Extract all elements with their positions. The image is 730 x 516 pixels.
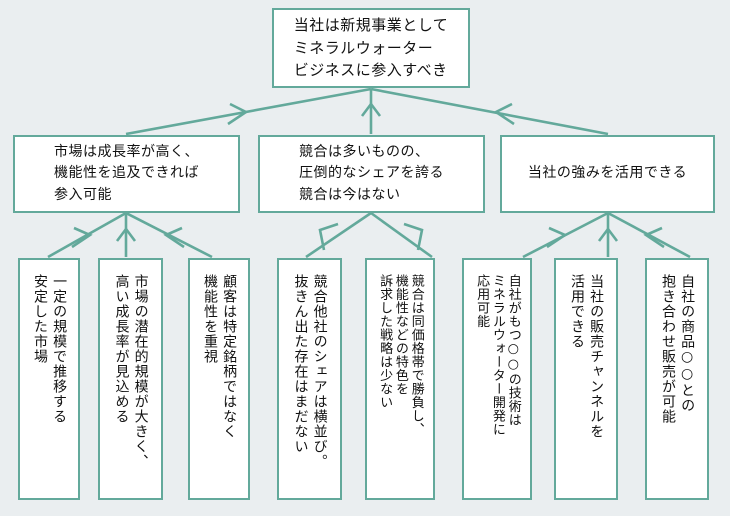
vertical-column: 訴求した戦略は少ない: [377, 274, 393, 409]
level3-box-5-text: 競合は同価格帯で勝負し、 機能性などの特色を 訴求した戦略は少ない: [376, 274, 424, 498]
apex-box-text: 当社は新規事業として ミネラルウォーター ビジネスに参入すべき: [294, 14, 449, 82]
apex-line: ミネラルウォーター: [293, 38, 434, 57]
arrow-l2mid-to-b4: [305, 211, 372, 259]
vertical-column: 自社がもつ○○の技術は: [505, 274, 521, 427]
level3-box-4[interactable]: 競合他社のシェアは横並び。 抜きん出た存在はまだない: [277, 258, 342, 500]
level3-box-7[interactable]: 当社の販売チャンネルを 活用できる: [554, 258, 618, 500]
vertical-column: 一定の規模で推移する: [51, 274, 68, 424]
arrowhead-b1: [71, 226, 93, 249]
level3-box-2-text: 市場の潜在的規模が大きく、 高い成長率が見込める: [111, 274, 149, 498]
level2-box-market-text: 市場は成長率が高く、 機能性を追及できれば 参入可能: [54, 142, 199, 206]
level2-line: 当社の強みを活用できる: [527, 165, 688, 182]
vertical-column: 自社の商品○○との: [679, 274, 696, 413]
vertical-column: 市場の潜在的規模が大きく、: [132, 274, 149, 469]
arrow-l2mid-to-b5: [370, 211, 433, 259]
arrow-apex-to-l2-left: [125, 87, 372, 136]
vertical-column: 機能性などの特色を: [392, 274, 408, 396]
level2-box-market[interactable]: 市場は成長率が高く、 機能性を追及できれば 参入可能: [13, 135, 240, 213]
level3-box-6-text: 自社がもつ○○の技術は ミネラルウォーター開発に 応用可能: [473, 274, 521, 498]
vertical-column: 競合他社のシェアは横並び。: [311, 274, 328, 469]
level3-box-4-text: 競合他社のシェアは横並び。 抜きん出た存在はまだない: [290, 274, 328, 498]
vertical-column: 抱き合わせ販売が可能: [660, 274, 676, 424]
arrowhead-b4: [318, 222, 339, 251]
level2-box-competition-text: 競合は多いものの、 圧倒的なシェアを誇る 競合は今はない: [299, 142, 444, 206]
level2-box-strength[interactable]: 当社の強みを活用できる: [500, 135, 715, 213]
level2-line: 圧倒的なシェアを誇る: [299, 165, 444, 182]
vertical-column: 競合は同価格帯で勝負し、: [408, 274, 424, 436]
level2-line: 機能性を追及できれば: [54, 165, 199, 182]
arrow-apex-to-l2-right: [370, 87, 609, 136]
level3-box-7-text: 当社の販売チャンネルを 活用できる: [567, 274, 605, 498]
level2-box-strength-text: 当社の強みを活用できる: [528, 163, 687, 184]
arrowhead-b8: [643, 226, 665, 249]
level3-box-2[interactable]: 市場の潜在的規模が大きく、 高い成長率が見込める: [98, 258, 163, 500]
arrow-l2left-to-b1: [47, 211, 127, 259]
level3-box-1-text: 一定の規模で推移する 安定した市場: [30, 274, 68, 498]
apex-line: ビジネスに参入すべき: [293, 61, 448, 80]
level3-box-3-text: 顧客は特定銘柄ではなく 機能性を重視: [200, 274, 238, 498]
arrowhead-b2: [115, 226, 137, 242]
level3-box-8[interactable]: 自社の商品○○との 抱き合わせ販売が可能: [645, 258, 709, 500]
level2-line: 競合は今はない: [299, 186, 401, 203]
vertical-column: 活用できる: [569, 274, 585, 349]
level3-box-1[interactable]: 一定の規模で推移する 安定した市場: [18, 258, 80, 500]
vertical-column: 顧客は特定銘柄ではなく: [221, 274, 238, 439]
level3-box-6[interactable]: 自社がもつ○○の技術は ミネラルウォーター開発に 応用可能: [462, 258, 532, 500]
arrowhead-b5: [403, 222, 424, 251]
level2-box-competition[interactable]: 競合は多いものの、 圧倒的なシェアを誇る 競合は今はない: [258, 135, 485, 213]
arrow-l2left-to-b3: [125, 211, 213, 259]
level3-box-3[interactable]: 顧客は特定銘柄ではなく 機能性を重視: [188, 258, 250, 500]
arrow-l2right-to-b6: [522, 211, 609, 259]
level2-line: 市場は成長率が高く、: [54, 144, 199, 161]
vertical-column: ミネラルウォーター開発に: [489, 274, 505, 436]
apex-box[interactable]: 当社は新規事業として ミネラルウォーター ビジネスに参入すべき: [272, 8, 470, 88]
apex-line: 当社は新規事業として: [293, 15, 449, 34]
arrowhead-l2-middle: [360, 101, 382, 117]
vertical-column: 安定した市場: [32, 274, 48, 364]
arrow-l2right-to-b8: [607, 211, 691, 259]
level2-line: 参入可能: [54, 186, 112, 203]
level3-box-5[interactable]: 競合は同価格帯で勝負し、 機能性などの特色を 訴求した戦略は少ない: [365, 258, 435, 500]
level3-box-8-text: 自社の商品○○との 抱き合わせ販売が可能: [658, 274, 696, 498]
vertical-column: 応用可能: [474, 274, 490, 328]
arrowhead-b6: [546, 226, 568, 249]
arrowhead-l2-right: [493, 102, 515, 126]
vertical-column: 抜きん出た存在はまだない: [292, 274, 309, 454]
vertical-column: 機能性を重視: [202, 274, 218, 364]
level2-line: 競合は多いものの、: [299, 144, 430, 161]
vertical-column: 高い成長率が見込める: [113, 274, 130, 424]
arrowhead-b3: [163, 226, 185, 249]
arrowhead-l2-left: [227, 102, 249, 126]
arrowhead-b7: [597, 226, 619, 242]
vertical-column: 当社の販売チャンネルを: [588, 274, 605, 439]
